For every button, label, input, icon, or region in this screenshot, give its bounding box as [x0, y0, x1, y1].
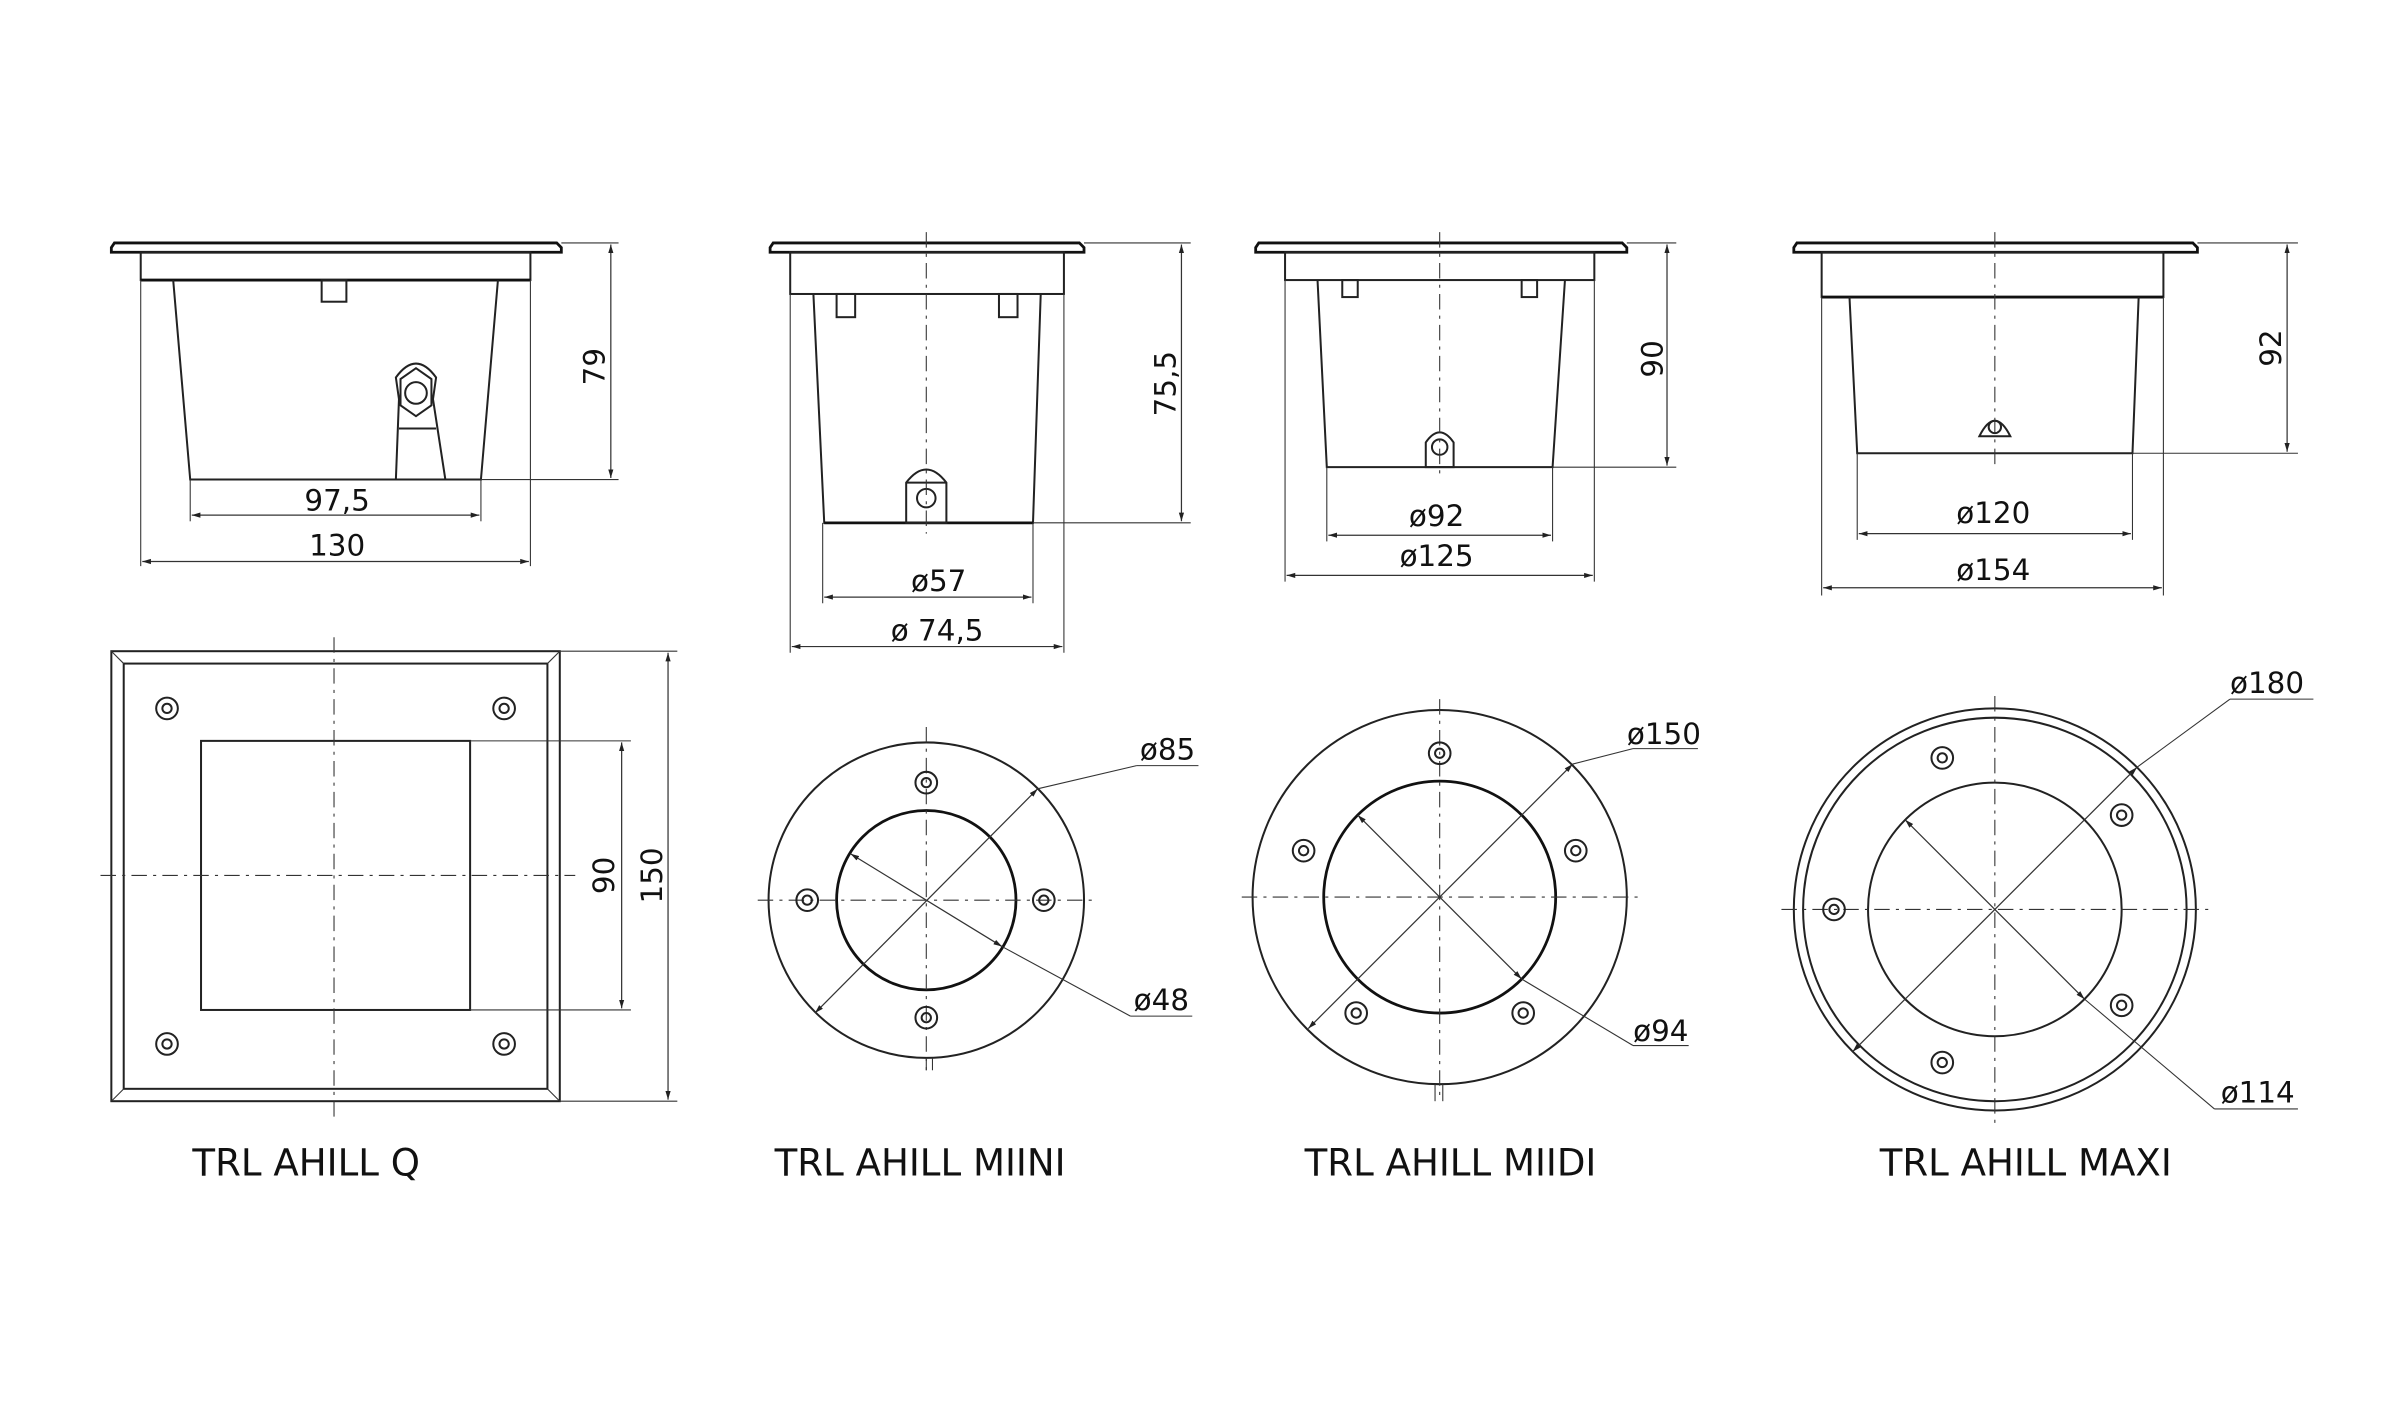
miidi-top-dia-label: ø125 [1400, 539, 1474, 573]
q-bottom-width-label: 97,5 [304, 483, 369, 517]
connector-icon [394, 362, 447, 481]
miini-top-view: ø85 ø48 TRL AHILL MIINI [757, 726, 1199, 1184]
miini-top-dia-label: ø 74,5 [891, 613, 984, 647]
q-title: TRL AHILL Q [191, 1141, 420, 1184]
miidi-side-view: 90 ø92 ø125 [1254, 232, 1677, 582]
q-height-label: 79 [578, 348, 612, 385]
miini-inner-dia-label: ø48 [1134, 983, 1189, 1017]
q-top-view: 90 150 TRL AHILL Q [100, 637, 678, 1184]
miini-outer-dia-label: ø85 [1140, 732, 1195, 766]
miini-height-label: 75,5 [1148, 351, 1182, 416]
q-window-label: 90 [587, 857, 621, 894]
maxi-inner-dia-label: ø114 [2221, 1076, 2295, 1110]
maxi-outer-dia-label: ø180 [2230, 666, 2304, 700]
maxi-top-dia-label: ø154 [1956, 553, 2030, 587]
maxi-bottom-dia-label: ø120 [1956, 496, 2030, 530]
q-outer-label: 150 [635, 847, 669, 903]
miidi-title: TRL AHILL MIIDI [1304, 1141, 1597, 1184]
miidi-height-label: 90 [1635, 340, 1669, 377]
q-side-view: 79 97,5 130 [109, 241, 619, 567]
miidi-bottom-dia-label: ø92 [1409, 499, 1464, 533]
q-top-width-label: 130 [309, 528, 365, 562]
miini-side-view: 75,5 ø57 ø 74,5 [768, 232, 1191, 653]
miidi-inner-dia-label: ø94 [1633, 1014, 1688, 1048]
miidi-outer-dia-label: ø150 [1627, 717, 1701, 751]
miini-bottom-dia-label: ø57 [911, 564, 966, 598]
maxi-height-label: 92 [2254, 329, 2288, 366]
maxi-title: TRL AHILL MAXI [1879, 1141, 2172, 1184]
miidi-top-view: ø150 ø94 TRL AHILL MIIDI [1241, 699, 1701, 1184]
maxi-side-view: 92 ø120 ø154 [1792, 232, 2298, 596]
miini-title: TRL AHILL MIINI [774, 1141, 1066, 1184]
maxi-top-view: ø180 ø114 TRL AHILL MAXI [1781, 666, 2314, 1184]
